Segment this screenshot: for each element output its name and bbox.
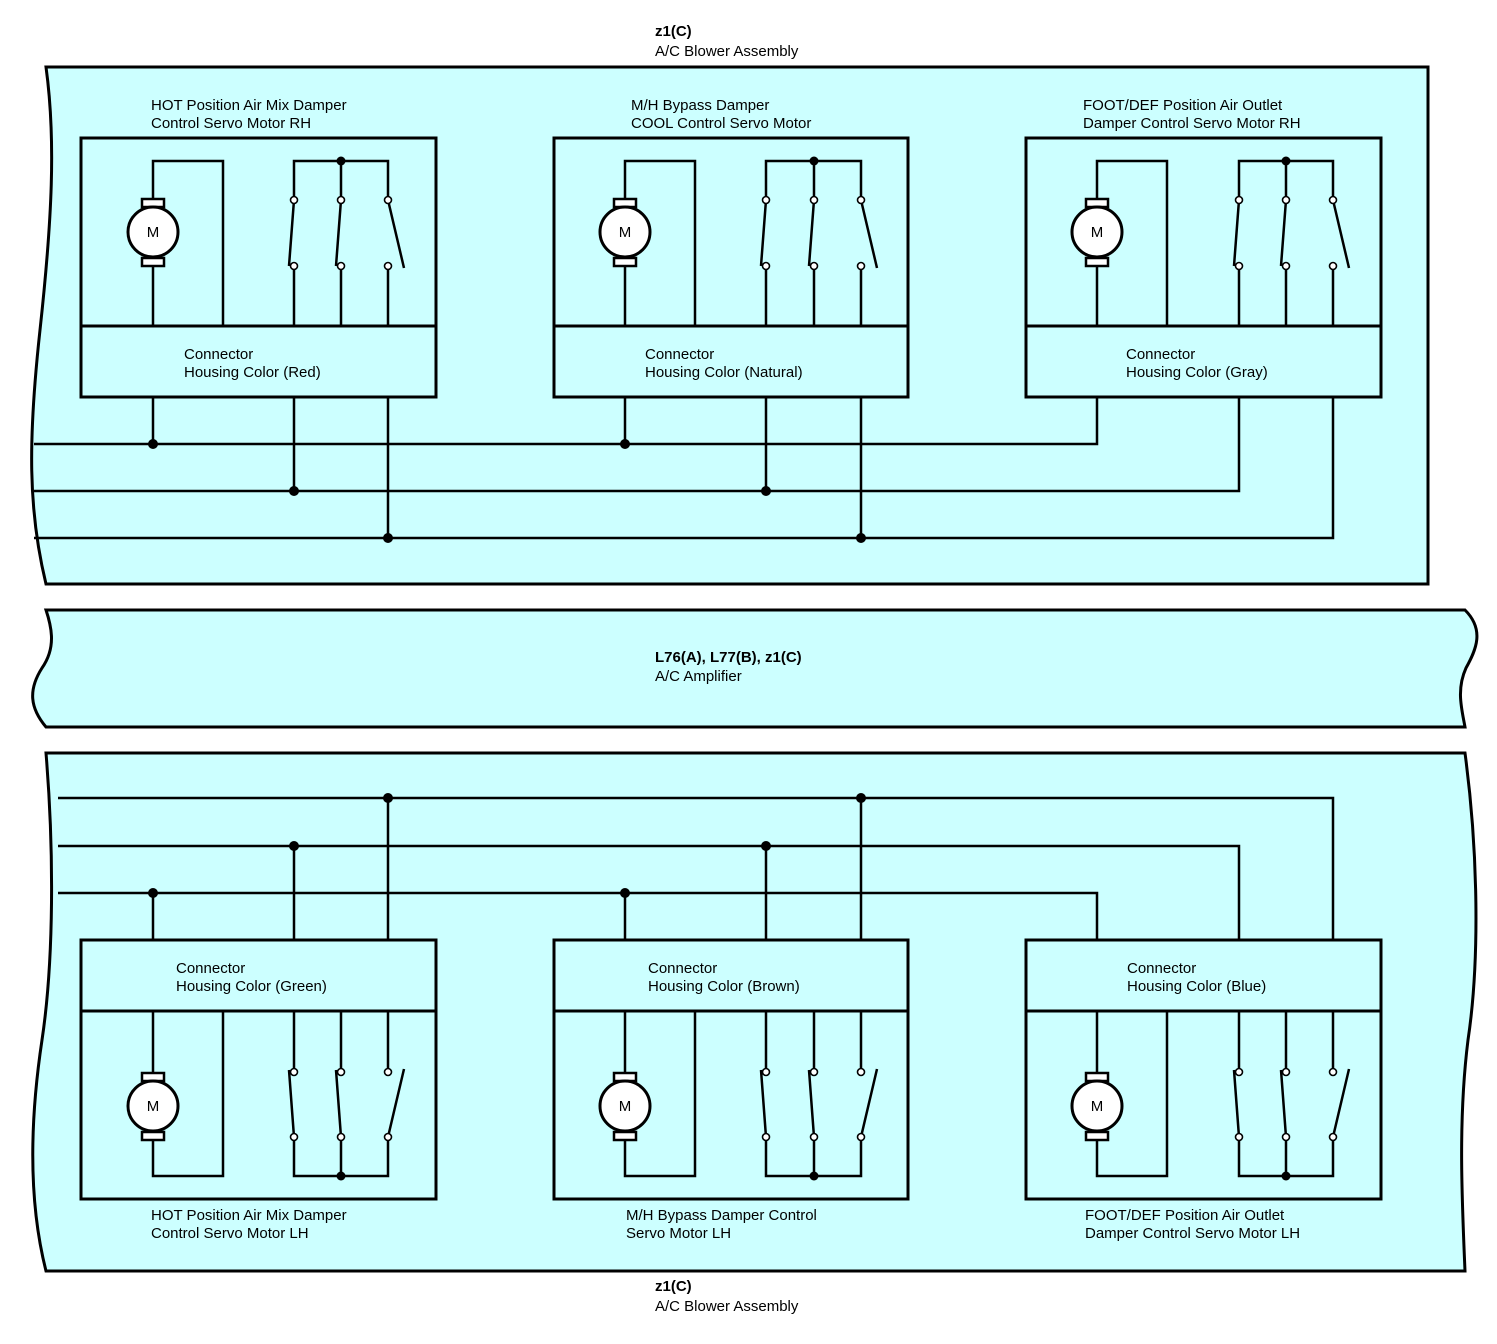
servo-motor-foot-def-rh: FOOT/DEF Position Air Outlet Damper Cont…: [1024, 97, 1383, 399]
position-switch-icon: [1232, 156, 1351, 326]
motor-title-line2: COOL Control Servo Motor: [631, 115, 811, 132]
connector-color: Housing Color (Green): [176, 978, 327, 995]
connector-label: Connector: [645, 346, 714, 363]
amplifier-code: L76(A), L77(B), z1(C): [655, 649, 802, 666]
servo-motor-mh-bypass-cool: M/H Bypass Damper COOL Control Servo Mot…: [552, 97, 910, 399]
servo-motor-mh-bypass-lh: Connector Housing Color (Brown) M M/H By…: [552, 938, 910, 1242]
servo-motor-hot-air-mix-lh: Connector Housing Color (Green) M HOT Po…: [79, 938, 438, 1242]
motor-icon: M: [1070, 1071, 1124, 1142]
svg-text:M: M: [619, 224, 632, 241]
motor-title-line2: Servo Motor LH: [626, 1225, 731, 1242]
motor-icon: M: [598, 1071, 652, 1142]
connector-label: Connector: [176, 960, 245, 977]
motor-title-line2: Damper Control Servo Motor LH: [1085, 1225, 1300, 1242]
bottom-assembly-name: A/C Blower Assembly: [655, 1298, 799, 1315]
svg-text:M: M: [1091, 1098, 1104, 1115]
position-switch-icon: [759, 156, 879, 326]
motor-title-line1: M/H Bypass Damper Control: [626, 1207, 817, 1224]
motor-title-line2: Damper Control Servo Motor RH: [1083, 115, 1301, 132]
motor-icon: M: [126, 197, 180, 268]
bottom-junction-dots: [148, 793, 866, 898]
connector-label: Connector: [648, 960, 717, 977]
top-junction-dots: [148, 439, 866, 543]
bottom-wire-bus: [58, 796, 1335, 940]
motor-title-line2: Control Servo Motor RH: [151, 115, 311, 132]
connector-label: Connector: [1127, 960, 1196, 977]
connector-color: Housing Color (Gray): [1126, 364, 1268, 381]
connector-color: Housing Color (Natural): [645, 364, 803, 381]
servo-motor-foot-def-lh: Connector Housing Color (Blue) M FOOT/DE…: [1024, 938, 1383, 1242]
svg-text:M: M: [147, 1098, 160, 1115]
svg-text:M: M: [147, 224, 160, 241]
motor-icon: M: [598, 197, 652, 268]
position-switch-icon: [287, 1011, 406, 1181]
amplifier-panel: [31, 608, 1479, 729]
position-switch-icon: [287, 156, 406, 326]
connector-label: Connector: [184, 346, 253, 363]
top-assembly-code: z1(C): [655, 23, 692, 40]
top-assembly-name: A/C Blower Assembly: [655, 43, 799, 60]
motor-title-line1: HOT Position Air Mix Damper: [151, 97, 347, 114]
top-wire-bus: [34, 397, 1335, 540]
servo-motor-hot-air-mix-rh: HOT Position Air Mix Damper Control Serv…: [79, 97, 438, 399]
motor-title-line1: FOOT/DEF Position Air Outlet: [1083, 97, 1283, 114]
svg-text:M: M: [619, 1098, 632, 1115]
connector-color: Housing Color (Blue): [1127, 978, 1266, 995]
connector-label: Connector: [1126, 346, 1195, 363]
connector-color: Housing Color (Brown): [648, 978, 800, 995]
position-switch-icon: [1232, 1011, 1351, 1181]
motor-title-line1: HOT Position Air Mix Damper: [151, 1207, 347, 1224]
connector-color: Housing Color (Red): [184, 364, 321, 381]
motor-title-line1: M/H Bypass Damper: [631, 97, 769, 114]
svg-text:M: M: [1091, 224, 1104, 241]
amplifier-name: A/C Amplifier: [655, 668, 742, 685]
motor-title-line1: FOOT/DEF Position Air Outlet: [1085, 1207, 1285, 1224]
position-switch-icon: [759, 1011, 879, 1181]
motor-icon: M: [126, 1071, 180, 1142]
motor-icon: M: [1070, 197, 1124, 268]
motor-title-line2: Control Servo Motor LH: [151, 1225, 309, 1242]
bottom-assembly-code: z1(C): [655, 1278, 692, 1295]
